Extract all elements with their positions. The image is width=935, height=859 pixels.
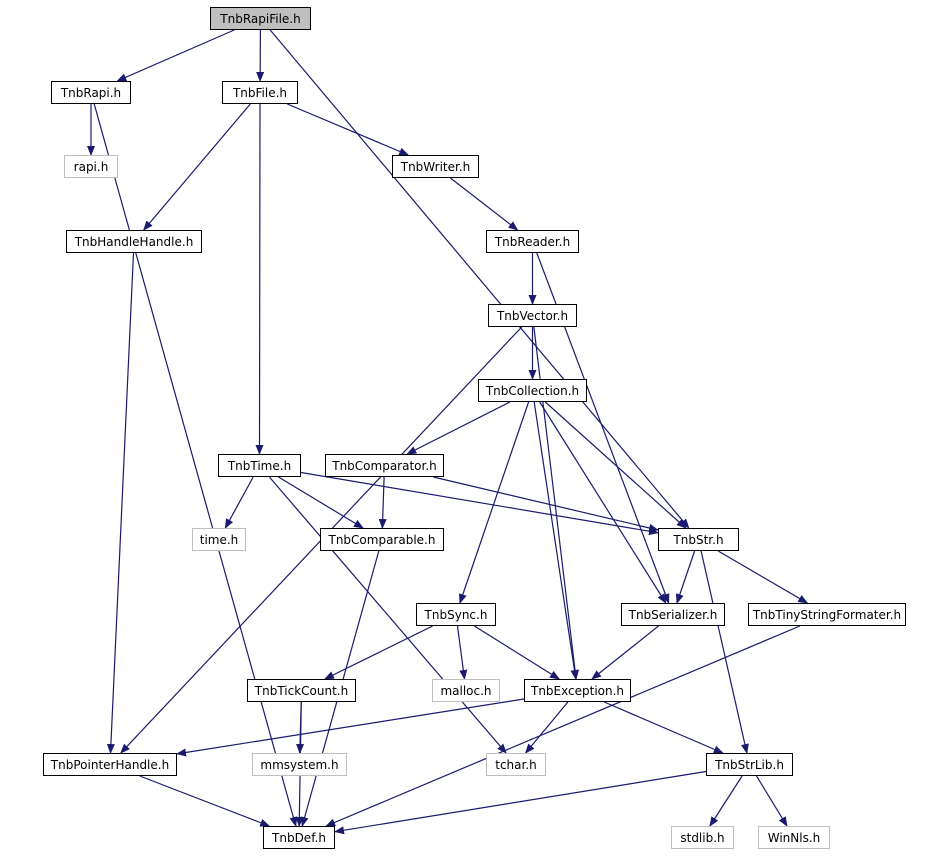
node-tnbhandlehandle[interactable]: TnbHandleHandle.h xyxy=(66,230,202,253)
node-label: TnbException.h xyxy=(530,683,625,698)
edge-tnbstr-to-tnbtinystringformater xyxy=(717,550,809,604)
edge-tnbtinystringformater-to-tnbdef xyxy=(325,625,801,827)
node-label: TnbComparable.h xyxy=(328,532,436,547)
edge-tnbcomparator-to-tnbcomparable xyxy=(378,476,387,529)
edge-tnbsync-to-tnbexception xyxy=(474,625,560,680)
edge-tnbexception-to-tnbpointerhandle xyxy=(176,698,525,757)
node-tnbcomparable[interactable]: TnbComparable.h xyxy=(320,528,444,551)
edge-tnbstr-to-tnbserializer xyxy=(676,550,696,604)
node-malloc: malloc.h xyxy=(432,679,500,702)
edge-tnbexception-to-tchar xyxy=(524,701,569,754)
edge-tnbrapifile-to-tnbrapi xyxy=(116,29,235,82)
node-label: TnbRapi.h xyxy=(60,85,122,100)
node-tnbwriter[interactable]: TnbWriter.h xyxy=(392,155,479,178)
edge-tnbcollection-to-tnbcomparator xyxy=(406,401,511,455)
edge-tnbstrlib-to-winnls xyxy=(755,775,788,827)
edge-tnbcollection-to-tnbserializer xyxy=(539,401,667,604)
edge-tnbfile-to-tnbhandlehandle xyxy=(143,103,251,231)
node-label: TnbSerializer.h xyxy=(628,607,718,622)
node-label: TnbDef.h xyxy=(272,830,326,845)
edge-tnbcollection-to-tnbstr xyxy=(544,401,687,529)
node-tnbrapi[interactable]: TnbRapi.h xyxy=(51,81,131,104)
node-label: TnbTinyStringFormater.h xyxy=(752,607,902,622)
node-tnbfile[interactable]: TnbFile.h xyxy=(222,81,298,104)
node-tnbpointerhandle[interactable]: TnbPointerHandle.h xyxy=(43,753,177,776)
edge-tnbstr-to-tnbstrlib xyxy=(700,550,749,754)
edge-tnbtime-to-tchar xyxy=(268,476,507,754)
edge-tnbtime-to-time xyxy=(224,476,254,529)
node-tnbcomparator[interactable]: TnbComparator.h xyxy=(325,454,444,477)
node-label: mmsystem.h xyxy=(260,757,339,772)
node-label: TnbComparator.h xyxy=(332,458,437,473)
node-label: rapi.h xyxy=(73,159,109,174)
node-label: TnbVector.h xyxy=(496,308,569,323)
node-tnbreader[interactable]: TnbReader.h xyxy=(486,230,579,253)
edge-tnbcomparator-to-tnbstr xyxy=(433,476,659,532)
edge-tnbpointerhandle-to-tnbdef xyxy=(139,775,271,827)
node-label: stdlib.h xyxy=(680,830,725,845)
node-label: TnbTime.h xyxy=(227,458,292,473)
node-tnbsync[interactable]: TnbSync.h xyxy=(416,603,496,626)
edge-tnbcollection-to-tnbsync xyxy=(459,401,530,604)
node-label: TnbWriter.h xyxy=(400,159,471,174)
edge-tnbserializer-to-tnbexception xyxy=(591,625,659,680)
node-label: time.h xyxy=(199,532,239,547)
edge-tnbstrlib-to-stdlib xyxy=(709,775,743,827)
node-label: TnbRapiFile.h xyxy=(220,11,301,26)
node-rapi: rapi.h xyxy=(64,155,118,178)
edge-tnbstrlib-to-tnbdef xyxy=(334,770,707,835)
node-label: TnbStr.h xyxy=(673,532,724,547)
edge-tnbsync-to-tnbtickcount xyxy=(324,625,433,680)
node-label: TnbStrLib.h xyxy=(715,757,784,772)
node-tchar: tchar.h xyxy=(486,753,546,776)
node-time: time.h xyxy=(192,528,246,551)
node-tnbtickcount[interactable]: TnbTickCount.h xyxy=(247,679,356,702)
node-tnbexception[interactable]: TnbException.h xyxy=(524,679,631,702)
node-tnbdef[interactable]: TnbDef.h xyxy=(263,826,335,849)
edge-tnbfile-to-tnbtime xyxy=(255,103,264,455)
edge-tnbcollection-to-tnbexception xyxy=(533,401,579,680)
edge-tnbwriter-to-tnbreader xyxy=(450,177,519,231)
node-winnls: WinNls.h xyxy=(758,826,830,849)
node-mmsystem: mmsystem.h xyxy=(252,753,347,776)
node-tnbtime[interactable]: TnbTime.h xyxy=(218,454,301,477)
node-stdlib: stdlib.h xyxy=(671,826,734,849)
edge-tnbfile-to-tnbwriter xyxy=(287,103,410,156)
edge-tnbrapifile-to-tnbstr xyxy=(269,29,690,529)
edge-tnbexception-to-tnbstrlib xyxy=(603,701,724,754)
node-label: TnbFile.h xyxy=(232,85,288,100)
node-label: TnbTickCount.h xyxy=(254,683,349,698)
node-label: WinNls.h xyxy=(767,830,821,845)
edge-tnbtime-to-tnbcomparable xyxy=(278,476,364,529)
node-tnbtinystringformater[interactable]: TnbTinyStringFormater.h xyxy=(748,603,906,626)
node-label: TnbHandleHandle.h xyxy=(74,234,194,249)
node-label: TnbCollection.h xyxy=(485,383,580,398)
node-tnbrapifile: TnbRapiFile.h xyxy=(210,7,311,30)
edge-tnbsync-to-malloc xyxy=(456,625,468,680)
node-label: TnbSync.h xyxy=(424,607,488,622)
node-tnbcollection[interactable]: TnbCollection.h xyxy=(478,379,587,402)
node-tnbserializer[interactable]: TnbSerializer.h xyxy=(621,603,725,626)
node-label: malloc.h xyxy=(440,683,492,698)
edge-tnbtime-to-tnbstr xyxy=(300,471,659,536)
node-label: tchar.h xyxy=(495,757,537,772)
node-tnbstr[interactable]: TnbStr.h xyxy=(658,528,739,551)
edge-tnbhandlehandle-to-tnbpointerhandle xyxy=(106,252,135,754)
edge-tnbrapi-to-tnbdef xyxy=(93,103,298,827)
node-label: TnbPointerHandle.h xyxy=(50,757,170,772)
node-tnbstrlib[interactable]: TnbStrLib.h xyxy=(706,753,793,776)
node-tnbvector[interactable]: TnbVector.h xyxy=(488,304,577,327)
node-label: TnbReader.h xyxy=(494,234,571,249)
